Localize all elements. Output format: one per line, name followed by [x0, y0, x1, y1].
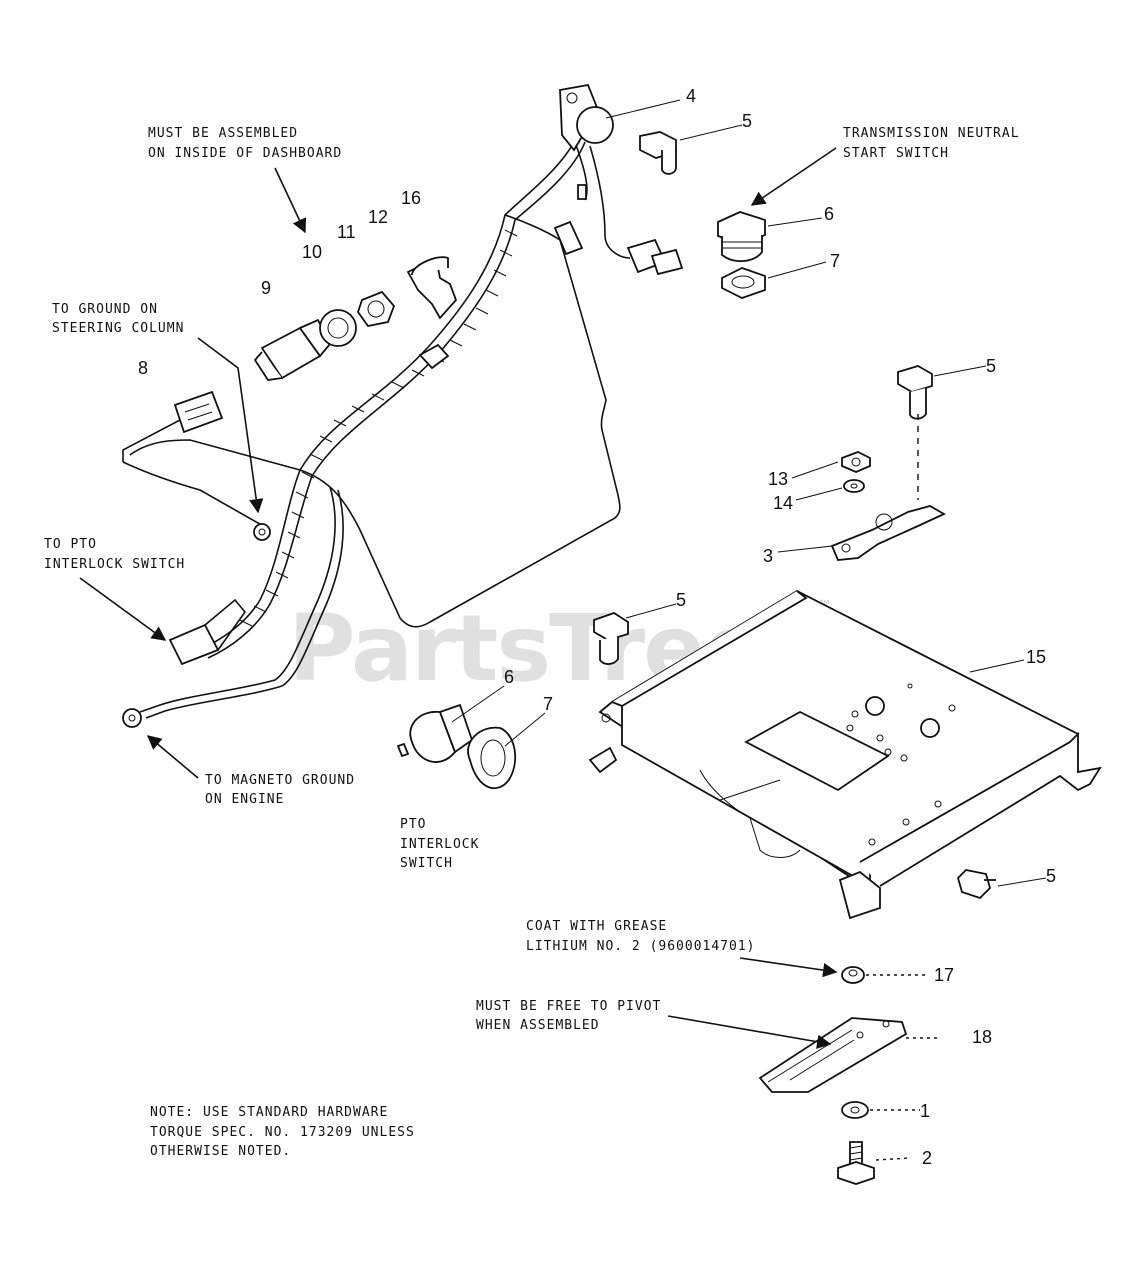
note-pivot-line1: MUST BE FREE TO PIVOT	[476, 999, 661, 1014]
note-hardware-line2: TORQUE SPEC. NO. 173209 UNLESS	[150, 1125, 415, 1140]
callout-14: 14	[773, 493, 793, 513]
note-dashboard-line1: MUST BE ASSEMBLED	[148, 126, 298, 141]
note-hardware-line1: NOTE: USE STANDARD HARDWARE	[150, 1105, 388, 1120]
callout-7-top: 7	[830, 251, 840, 271]
notes: MUST BE ASSEMBLED ON INSIDE OF DASHBOARD…	[44, 126, 1020, 1159]
bolt-5-lower	[956, 869, 996, 900]
callout-17: 17	[934, 965, 954, 985]
callout-5-lower: 5	[1046, 866, 1056, 886]
note-magneto-line2: ON ENGINE	[205, 792, 284, 807]
callout-8: 8	[138, 358, 148, 378]
note-neutral-line2: START SWITCH	[843, 146, 949, 161]
callout-12: 12	[368, 207, 388, 227]
mount-plate-15	[588, 589, 1102, 920]
callout-16: 16	[401, 188, 421, 208]
note-pto-lead-line1: TO PTO	[44, 537, 97, 552]
bracket-3	[830, 414, 946, 561]
bolt-5-bracket	[897, 365, 933, 420]
washer-1	[841, 1101, 869, 1119]
callout-18: 18	[972, 1027, 992, 1047]
callout-numbers: 4 5 6 7 5 13 14 3 5 15 5 17 18 1 2 6 7 8…	[138, 86, 1056, 1168]
note-pivot-line2: WHEN ASSEMBLED	[476, 1018, 600, 1033]
key-switch-assembly	[253, 256, 458, 381]
note-dashboard-line2: ON INSIDE OF DASHBOARD	[148, 146, 342, 161]
note-grease-line1: COAT WITH GREASE	[526, 919, 667, 934]
neutral-start-switch	[717, 211, 766, 299]
bushing-17	[841, 966, 865, 984]
note-pto-interlock-line3: SWITCH	[400, 856, 453, 871]
note-magneto-line1: TO MAGNETO GROUND	[205, 773, 355, 788]
callout-13: 13	[768, 469, 788, 489]
callout-7-pto: 7	[543, 694, 553, 714]
callout-6-top: 6	[824, 204, 834, 224]
note-pto-lead-line2: INTERLOCK SWITCH	[44, 557, 185, 572]
note-hardware-line3: OTHERWISE NOTED.	[150, 1144, 291, 1159]
note-pto-interlock-line2: INTERLOCK	[400, 837, 479, 852]
leader-lines	[79, 99, 1047, 1161]
note-pto-interlock-line1: PTO	[400, 817, 426, 832]
ignition-module-4	[559, 83, 684, 276]
callout-9: 9	[261, 278, 271, 298]
note-grease-line2: LITHIUM NO. 2 (9600014701)	[526, 939, 756, 954]
callout-1: 1	[920, 1101, 930, 1121]
note-steering-line2: STEERING COLUMN	[52, 321, 184, 336]
callout-5-mid: 5	[676, 590, 686, 610]
callout-5-bracket: 5	[986, 356, 996, 376]
callout-5-top: 5	[742, 111, 752, 131]
callout-2: 2	[922, 1148, 932, 1168]
note-neutral-line1: TRANSMISSION NEUTRAL	[843, 126, 1020, 141]
callout-15: 15	[1026, 647, 1046, 667]
callout-3: 3	[763, 546, 773, 566]
callout-4: 4	[686, 86, 696, 106]
note-steering-line1: TO GROUND ON	[52, 302, 158, 317]
callout-10: 10	[302, 242, 322, 262]
pivot-plate-18	[758, 1017, 908, 1093]
callout-11: 11	[337, 222, 356, 242]
bolt-2	[837, 1141, 875, 1185]
wiring-harness	[122, 83, 684, 728]
bolt-5-upper	[639, 131, 677, 175]
callout-6-pto: 6	[504, 667, 514, 687]
pto-interlock-switch	[396, 703, 517, 789]
bolt-5-mid	[593, 612, 629, 665]
